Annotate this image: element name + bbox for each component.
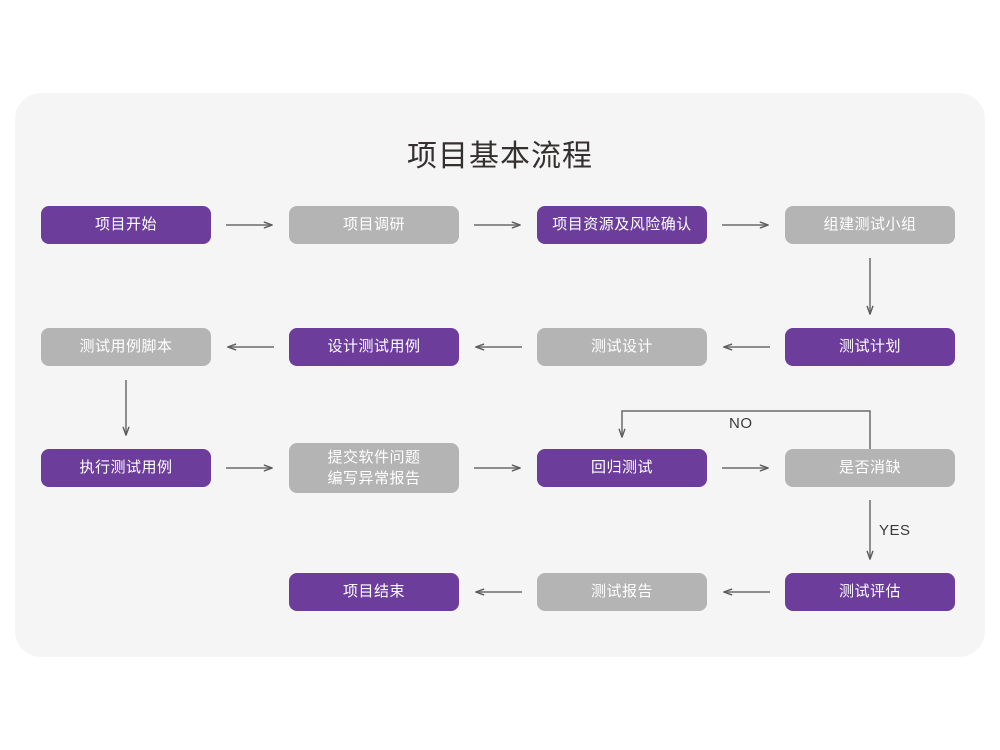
edge-label-no: NO: [729, 415, 753, 432]
flow-node-n11[interactable]: 回归测试: [537, 449, 707, 487]
page-title: 项目基本流程: [407, 140, 593, 173]
flow-node-n3[interactable]: 项目资源及风险确认: [537, 206, 707, 244]
flow-node-n7[interactable]: 设计测试用例: [289, 328, 459, 366]
diagram-card: [15, 93, 985, 657]
flow-node-n12[interactable]: 是否消缺: [785, 449, 955, 487]
flow-node-n9[interactable]: 执行测试用例: [41, 449, 211, 487]
flow-node-n15[interactable]: 项目结束: [289, 573, 459, 611]
edge-label-yes: YES: [879, 522, 911, 539]
flow-node-n1[interactable]: 项目开始: [41, 206, 211, 244]
flow-node-n5[interactable]: 测试计划: [785, 328, 955, 366]
flow-node-n13[interactable]: 测试评估: [785, 573, 955, 611]
flow-node-n2[interactable]: 项目调研: [289, 206, 459, 244]
flow-node-n4[interactable]: 组建测试小组: [785, 206, 955, 244]
flow-node-n8[interactable]: 测试用例脚本: [41, 328, 211, 366]
flow-node-n10[interactable]: 提交软件问题 编写异常报告: [289, 443, 459, 493]
flow-node-n14[interactable]: 测试报告: [537, 573, 707, 611]
flow-node-n6[interactable]: 测试设计: [537, 328, 707, 366]
